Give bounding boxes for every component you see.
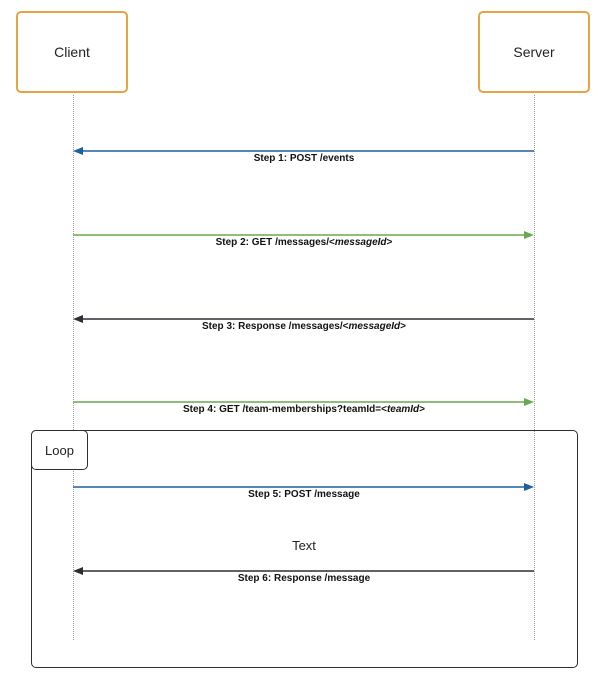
message-label-6: Step 6: Response /message — [237, 573, 371, 584]
arrowhead-6 — [73, 567, 83, 575]
server-lifeline — [534, 95, 535, 640]
message-label-5: Step 5: POST /message — [248, 489, 360, 500]
client-participant: Client — [16, 11, 128, 93]
message-label-1: Step 1: POST /events — [253, 153, 355, 164]
arrowhead-2 — [524, 231, 534, 239]
message-label-4: Step 4: GET /team-memberships?teamId=<te… — [182, 404, 426, 415]
loop-label: Loop — [31, 430, 88, 470]
message-label-2: Step 2: GET /messages/<messageId> — [215, 237, 393, 248]
loop-frame — [31, 430, 578, 668]
loop-note: Text — [292, 538, 316, 553]
client-label: Client — [54, 44, 90, 60]
message-label-3: Step 3: Response /messages/<messageId> — [201, 321, 407, 332]
server-label: Server — [513, 44, 555, 60]
arrowhead-5 — [524, 483, 534, 491]
server-participant: Server — [478, 11, 590, 93]
arrowhead-4 — [524, 398, 534, 406]
arrowhead-1 — [73, 147, 83, 155]
arrowhead-3 — [73, 315, 83, 323]
loop-label-text: Loop — [45, 442, 74, 458]
client-lifeline — [73, 95, 74, 640]
